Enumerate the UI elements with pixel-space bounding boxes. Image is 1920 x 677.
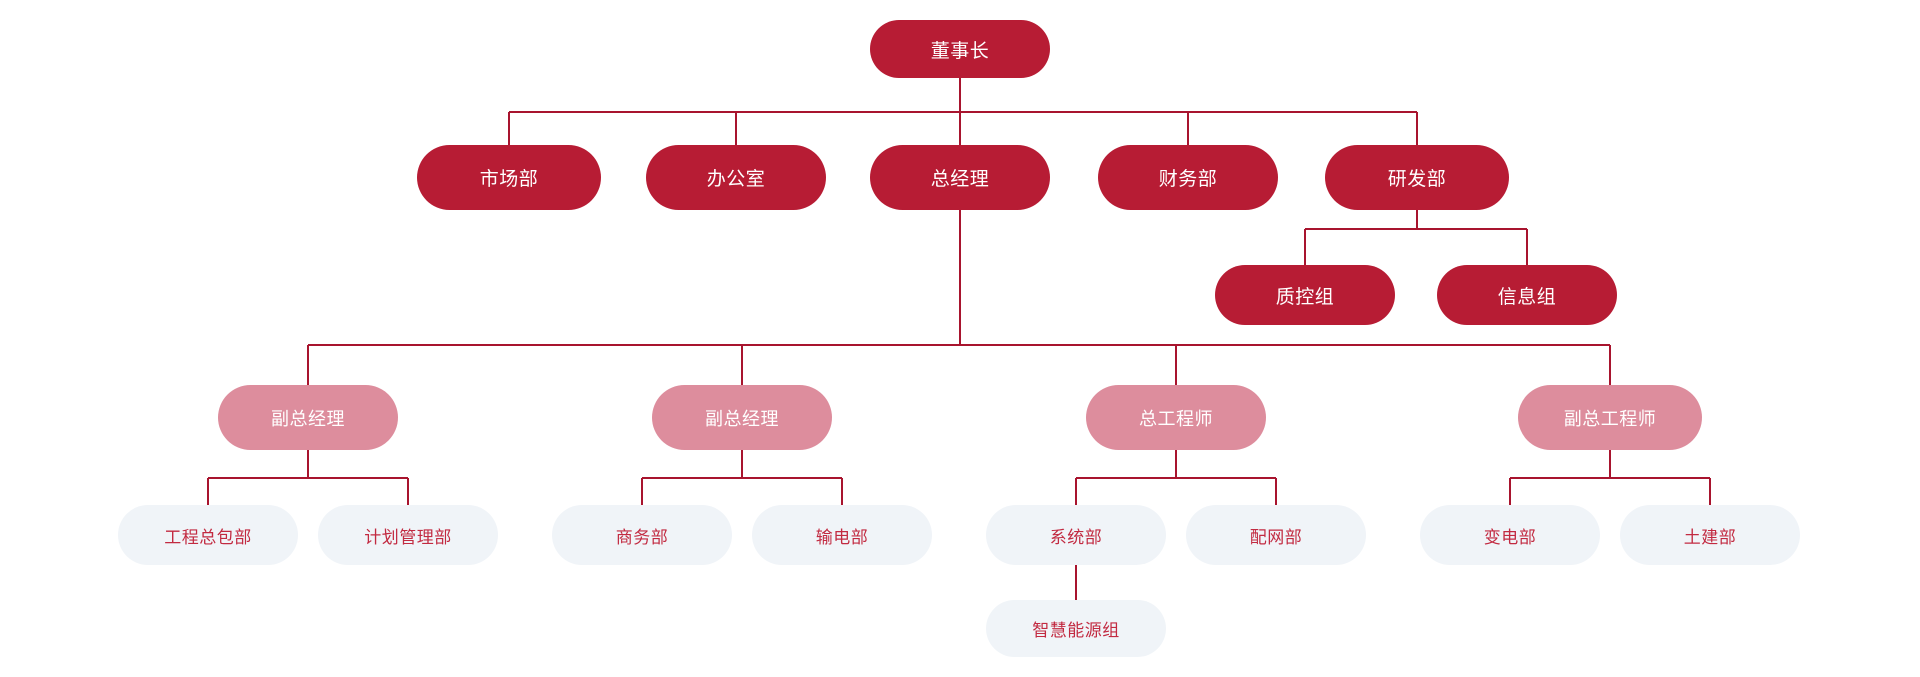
node-rnd[interactable]: 研发部: [1325, 145, 1509, 210]
node-label: 财务部: [1158, 169, 1218, 190]
node-substation[interactable]: 变电部: [1420, 505, 1600, 565]
node-deputy-gm-2[interactable]: 副总经理: [652, 385, 832, 450]
node-civil[interactable]: 土建部: [1620, 505, 1800, 565]
node-deputy-chief-engineer[interactable]: 副总工程师: [1518, 385, 1702, 450]
node-label: 副总经理: [705, 408, 779, 429]
node-label: 市场部: [479, 169, 539, 190]
node-label: 董事长: [930, 40, 990, 62]
node-epc[interactable]: 工程总包部: [118, 505, 298, 565]
node-information[interactable]: 信息组: [1437, 265, 1617, 325]
node-label: 变电部: [1483, 527, 1537, 547]
node-label: 土建部: [1683, 527, 1737, 547]
node-label: 总经理: [930, 169, 990, 190]
node-label: 商务部: [615, 527, 669, 547]
node-finance[interactable]: 财务部: [1098, 145, 1278, 210]
node-chairman[interactable]: 董事长: [870, 20, 1050, 78]
node-label: 工程总包部: [164, 527, 252, 547]
node-chief-engineer[interactable]: 总工程师: [1086, 385, 1266, 450]
node-distribution[interactable]: 配网部: [1186, 505, 1366, 565]
node-label: 智慧能源组: [1032, 621, 1120, 640]
node-system[interactable]: 系统部: [986, 505, 1166, 565]
node-label: 副总经理: [271, 408, 345, 429]
node-office[interactable]: 办公室: [646, 145, 826, 210]
node-general-manager[interactable]: 总经理: [870, 145, 1050, 210]
node-smart-energy[interactable]: 智慧能源组: [986, 600, 1166, 657]
node-marketing[interactable]: 市场部: [417, 145, 601, 210]
node-transmission[interactable]: 输电部: [752, 505, 932, 565]
node-label: 输电部: [815, 527, 869, 547]
node-planning[interactable]: 计划管理部: [318, 505, 498, 565]
node-label: 副总工程师: [1563, 408, 1657, 429]
node-commerce[interactable]: 商务部: [552, 505, 732, 565]
node-quality-control[interactable]: 质控组: [1215, 265, 1395, 325]
node-label: 配网部: [1249, 527, 1303, 547]
node-label: 信息组: [1497, 286, 1557, 308]
node-deputy-gm-1[interactable]: 副总经理: [218, 385, 398, 450]
node-label: 研发部: [1387, 169, 1447, 190]
node-label: 系统部: [1049, 527, 1103, 547]
node-label: 计划管理部: [364, 527, 452, 547]
node-label: 质控组: [1275, 286, 1335, 308]
node-label: 办公室: [706, 169, 766, 190]
node-label: 总工程师: [1139, 408, 1213, 429]
